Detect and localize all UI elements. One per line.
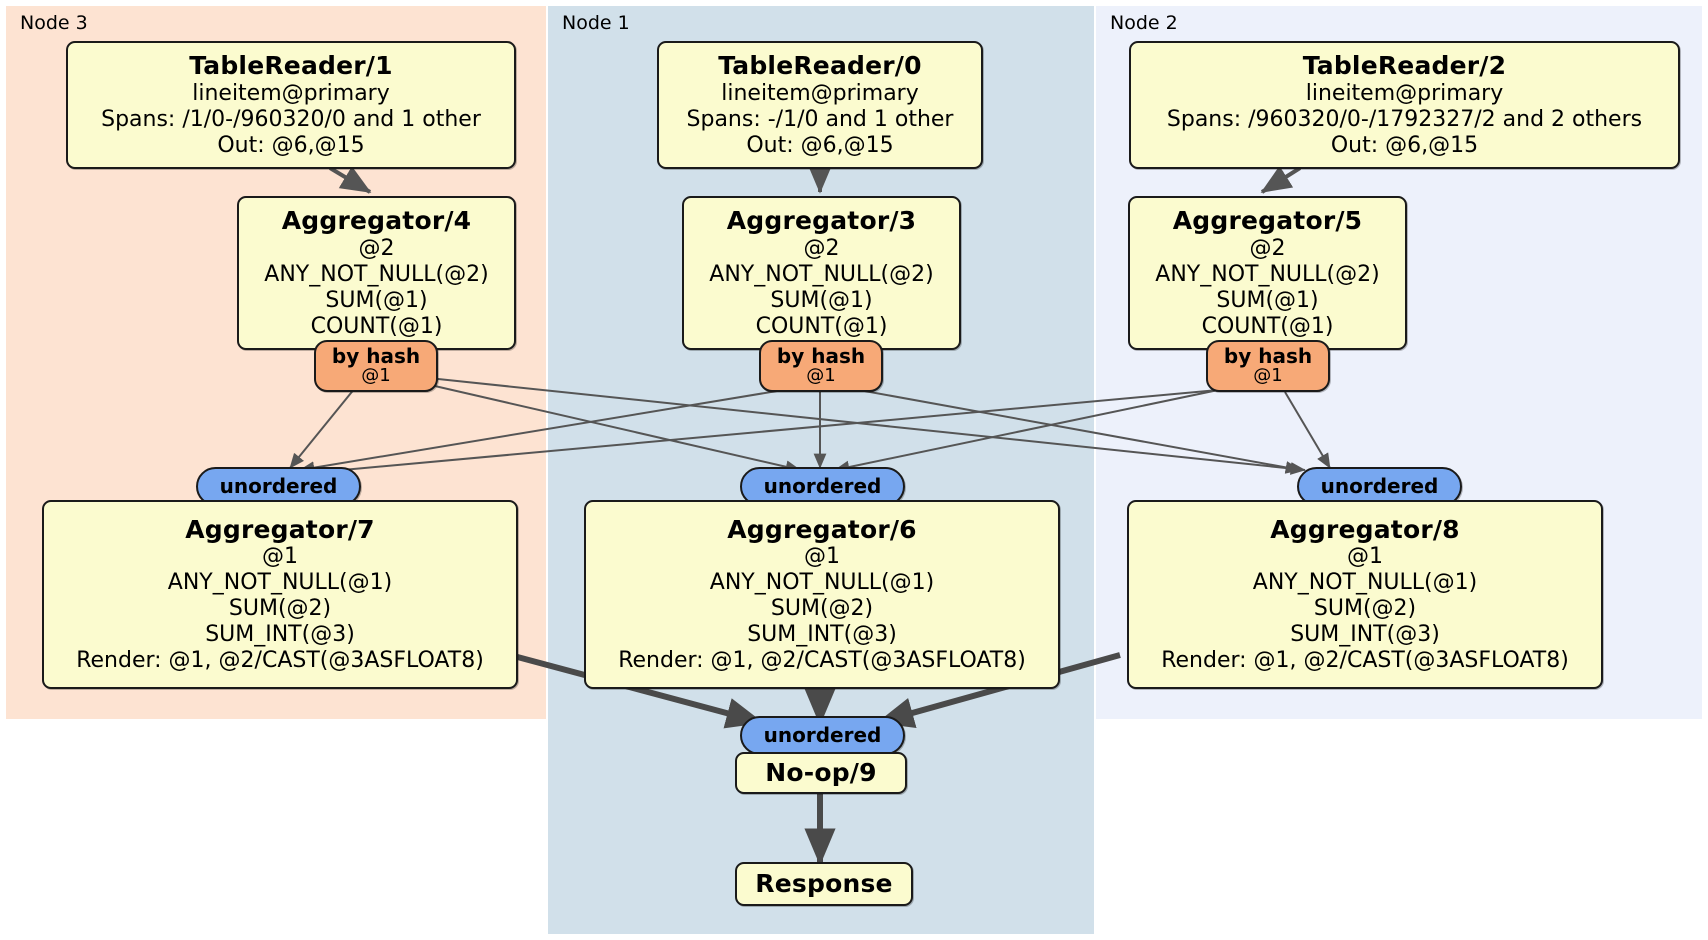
router-detail: @1 [806, 365, 836, 387]
processor-line: ANY_NOT_NULL(@2) [709, 261, 934, 287]
processor-title: TableReader/0 [718, 51, 922, 81]
processor-title: Aggregator/4 [281, 206, 472, 236]
synchronizer-label: unordered [1320, 474, 1439, 498]
processor-line: @2 [803, 235, 840, 261]
processor-line: Out: @6,@15 [217, 132, 365, 158]
processor-line: SUM(@2) [1313, 596, 1417, 622]
cluster-label-node-1: Node 1 [562, 12, 630, 34]
processor-aggregator-8[interactable]: Aggregator/8 @1 ANY_NOT_NULL(@1) SUM(@2)… [1127, 500, 1603, 689]
processor-line: SUM(@1) [325, 287, 428, 313]
processor-line: @2 [358, 235, 395, 261]
processor-line: COUNT(@1) [755, 313, 888, 339]
processor-line: SUM(@1) [770, 287, 873, 313]
processor-line: ANY_NOT_NULL(@1) [167, 570, 393, 596]
processor-line: lineitem@primary [721, 80, 919, 106]
processor-line: @1 [1347, 544, 1383, 570]
processor-aggregator-5[interactable]: Aggregator/5 @2 ANY_NOT_NULL(@2) SUM(@1)… [1128, 196, 1407, 350]
processor-line: SUM_INT(@3) [747, 622, 897, 648]
processor-line: SUM(@1) [1216, 287, 1319, 313]
router-label: by hash [1223, 344, 1313, 369]
processor-title: Aggregator/3 [726, 206, 917, 236]
processor-line: @1 [262, 544, 298, 570]
processor-aggregator-6[interactable]: Aggregator/6 @1 ANY_NOT_NULL(@1) SUM(@2)… [584, 500, 1060, 689]
processor-line: ANY_NOT_NULL(@2) [1155, 261, 1380, 287]
processor-line: Render: @1, @2/CAST(@3ASFLOAT8) [1161, 648, 1569, 674]
processor-line: SUM(@2) [228, 596, 332, 622]
cluster-label-node-2: Node 2 [1110, 12, 1178, 34]
router-detail: @1 [361, 365, 391, 387]
processor-line: SUM(@2) [770, 596, 874, 622]
processor-title: Aggregator/7 [185, 514, 375, 544]
processor-title: No-op/9 [765, 758, 877, 788]
router-label: by hash [776, 344, 866, 369]
processor-aggregator-3[interactable]: Aggregator/3 @2 ANY_NOT_NULL(@2) SUM(@1)… [682, 196, 961, 350]
processor-table-reader-2[interactable]: TableReader/2 lineitem@primary Spans: /9… [1129, 41, 1680, 169]
synchronizer-unordered-final[interactable]: unordered [740, 716, 905, 755]
processor-line: ANY_NOT_NULL(@2) [264, 261, 489, 287]
processor-line: SUM_INT(@3) [1290, 622, 1440, 648]
synchronizer-unordered-left[interactable]: unordered [196, 467, 361, 506]
cluster-label-node-3: Node 3 [20, 12, 88, 34]
router-by-hash-right[interactable]: by hash @1 [1206, 340, 1330, 392]
router-by-hash-left[interactable]: by hash @1 [314, 340, 438, 392]
processor-line: Out: @6,@15 [746, 132, 894, 158]
processor-line: Spans: /1/0-/960320/0 and 1 other [101, 106, 481, 132]
processor-line: lineitem@primary [192, 80, 390, 106]
processor-title: TableReader/1 [189, 51, 393, 81]
processor-title: Response [755, 869, 893, 899]
processor-no-op-9[interactable]: No-op/9 [735, 752, 907, 794]
synchronizer-label: unordered [219, 474, 338, 498]
processor-line: ANY_NOT_NULL(@1) [1252, 570, 1478, 596]
processor-line: Spans: /960320/0-/1792327/2 and 2 others [1166, 106, 1643, 132]
processor-line: ANY_NOT_NULL(@1) [709, 570, 935, 596]
processor-line: COUNT(@1) [1201, 313, 1334, 339]
processor-line: lineitem@primary [1305, 80, 1504, 106]
synchronizer-unordered-center[interactable]: unordered [740, 467, 905, 506]
processor-table-reader-0[interactable]: TableReader/0 lineitem@primary Spans: -/… [657, 41, 983, 169]
processor-aggregator-4[interactable]: Aggregator/4 @2 ANY_NOT_NULL(@2) SUM(@1)… [237, 196, 516, 350]
processor-line: Spans: -/1/0 and 1 other [686, 106, 954, 132]
processor-title: Aggregator/8 [1270, 514, 1460, 544]
processor-response[interactable]: Response [735, 862, 913, 906]
processor-line: @2 [1249, 235, 1286, 261]
processor-title: Aggregator/5 [1172, 206, 1363, 236]
router-by-hash-center[interactable]: by hash @1 [759, 340, 883, 392]
processor-title: TableReader/2 [1302, 51, 1507, 81]
processor-table-reader-1[interactable]: TableReader/1 lineitem@primary Spans: /1… [66, 41, 516, 169]
synchronizer-label: unordered [763, 474, 882, 498]
processor-line: SUM_INT(@3) [205, 622, 355, 648]
router-label: by hash [331, 344, 421, 369]
processor-line: Render: @1, @2/CAST(@3ASFLOAT8) [76, 648, 484, 674]
processor-title: Aggregator/6 [727, 514, 917, 544]
synchronizer-label: unordered [763, 723, 882, 747]
processor-line: Out: @6,@15 [1330, 132, 1479, 158]
processor-aggregator-7[interactable]: Aggregator/7 @1 ANY_NOT_NULL(@1) SUM(@2)… [42, 500, 518, 689]
processor-line: Render: @1, @2/CAST(@3ASFLOAT8) [618, 648, 1026, 674]
processor-line: @1 [804, 544, 840, 570]
router-detail: @1 [1253, 365, 1283, 387]
processor-line: COUNT(@1) [310, 313, 443, 339]
